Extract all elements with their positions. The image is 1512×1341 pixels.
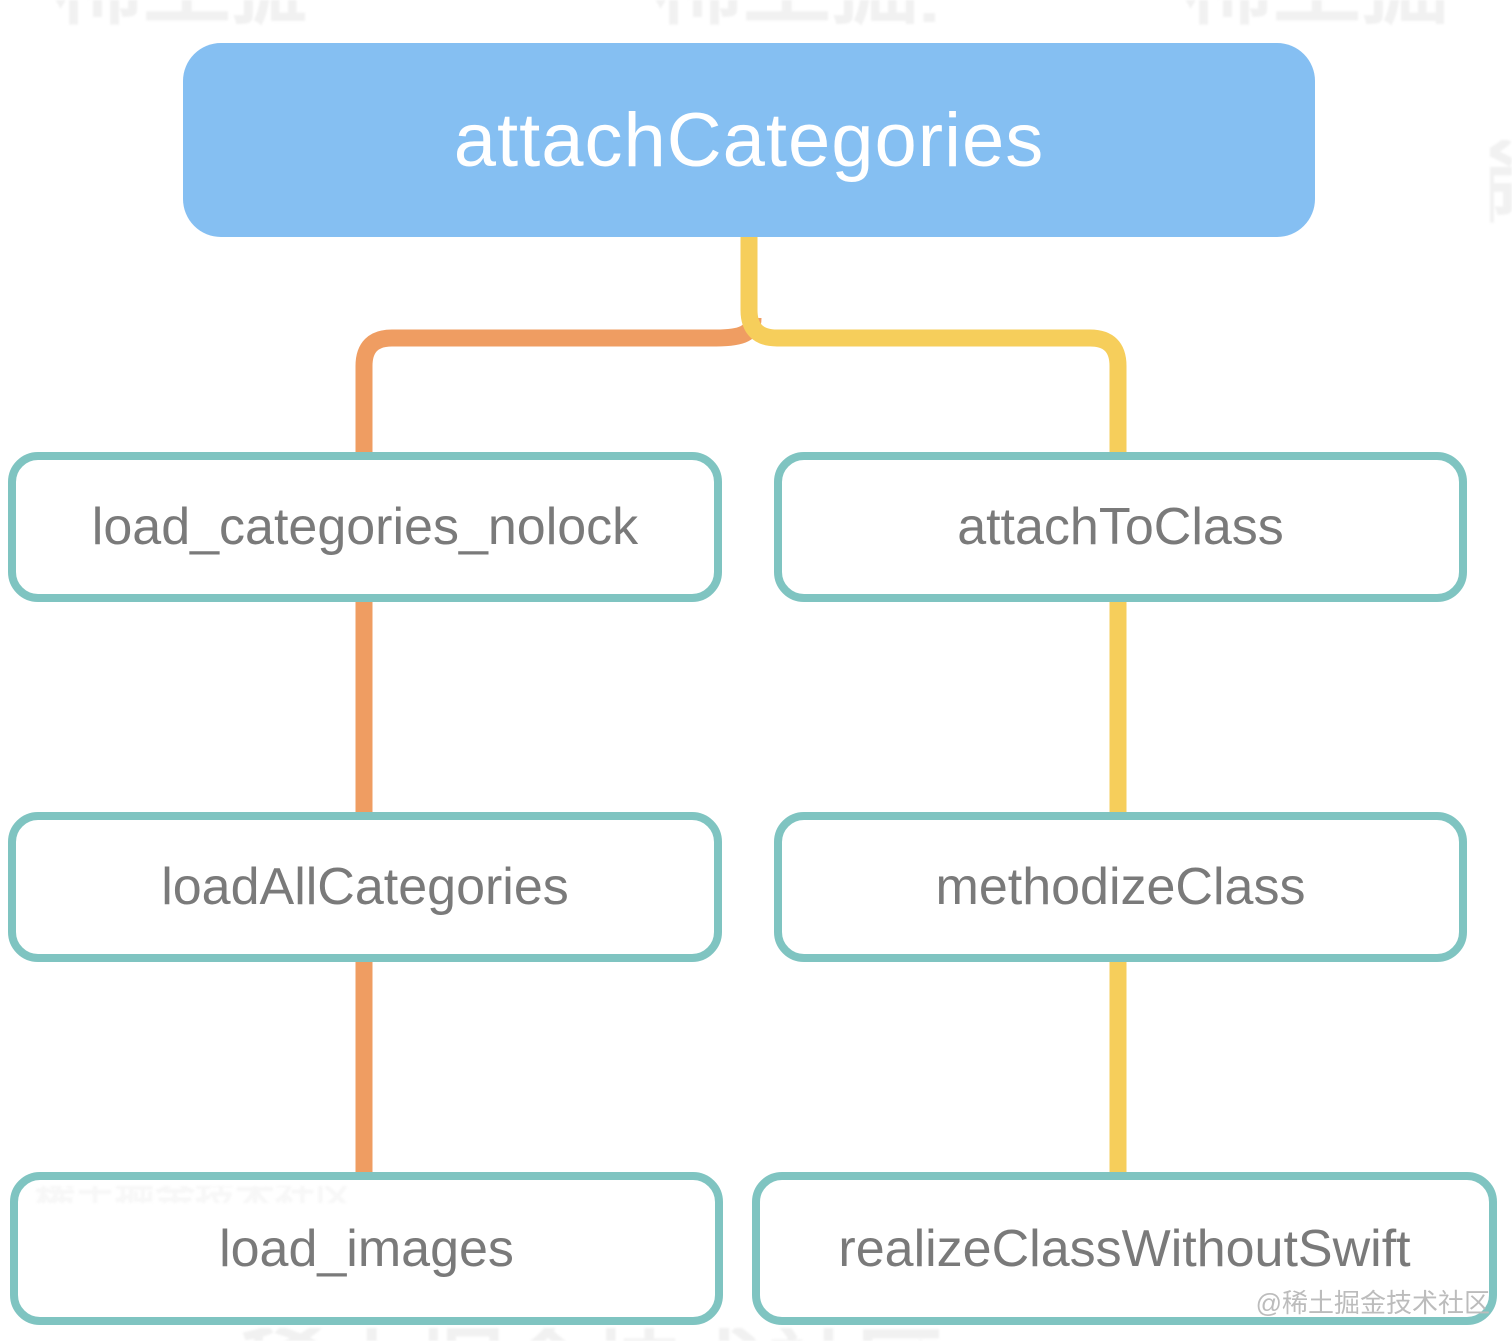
node-attach-to-class: attachToClass [774,452,1467,602]
node-load-categories-nolock: load_categories_nolock [8,452,722,602]
node-attach-categories: attachCategories [183,43,1315,237]
community-watermark: @稀土掘金技术社区 [1255,1288,1490,1318]
node-methodize-class: methodizeClass [774,812,1467,962]
node-realize-class-without-swift: realizeClassWithoutSwift [752,1172,1497,1325]
node-label: load_images [219,1219,514,1278]
node-label: realizeClassWithoutSwift [838,1219,1411,1278]
node-label: methodizeClass [935,858,1306,916]
node-label: load_categories_nolock [91,498,639,556]
node-label: loadAllCategories [161,858,569,916]
node-load-images: load_images [10,1172,723,1325]
connector-right-branch [740,230,1127,1190]
node-label: attachCategories [453,97,1045,183]
connector-left-branch [355,317,762,1190]
node-label: attachToClass [957,498,1284,556]
node-load-all-categories: loadAllCategories [8,812,722,962]
